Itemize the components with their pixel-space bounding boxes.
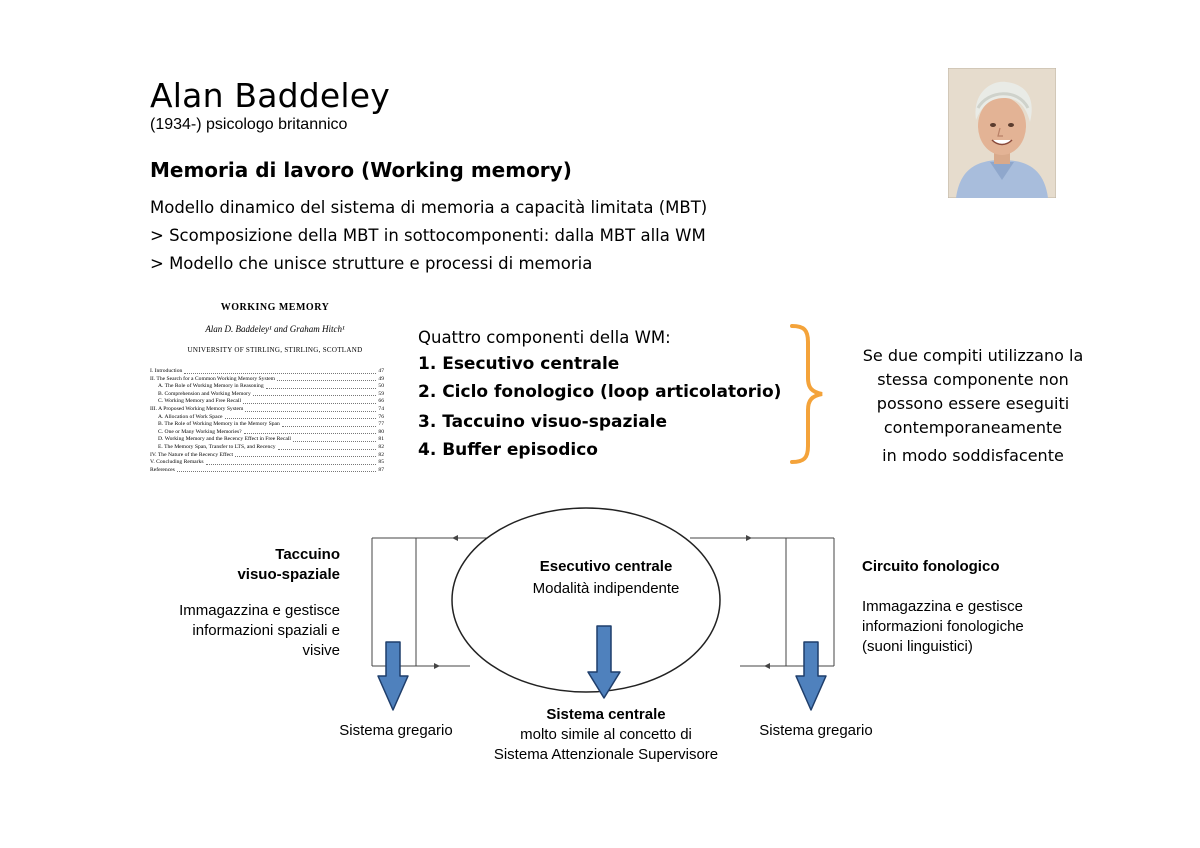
- intro-line-3: > Modello che unisce strutture e process…: [150, 254, 593, 273]
- section-heading: Memoria di lavoro (Working memory): [150, 158, 572, 182]
- paper-affiliation: UNIVERSITY OF STIRLING, STIRLING, SCOTLA…: [187, 346, 363, 354]
- toc-label: A. The Role of Working Memory in Reasoni…: [158, 383, 264, 390]
- left-title-1: Taccuino: [275, 546, 340, 563]
- toc-row: D. Working Memory and the Recency Effect…: [150, 436, 384, 444]
- toc-row: C. Working Memory and Free Recall 66: [150, 398, 384, 406]
- toc-page: 66: [378, 398, 384, 405]
- toc-page: 81: [378, 436, 384, 443]
- component-item-2: 2. Ciclo fonologico (loop articolatorio): [418, 382, 782, 402]
- note-line-4: contemporaneamente: [883, 418, 1063, 437]
- toc-row: References 87: [150, 467, 384, 475]
- toc-label: D. Working Memory and the Recency Effect…: [158, 436, 291, 443]
- center-output-title: Sistema centrale: [546, 706, 666, 723]
- left-bottom-arrowhead: [434, 663, 440, 669]
- toc-label: V. Concluding Remarks: [150, 459, 204, 466]
- note-line-1: Se due compiti utilizzano la: [862, 346, 1084, 365]
- curly-brace: [790, 324, 823, 464]
- note-line-2: stessa componente non: [877, 370, 1069, 389]
- toc-row: I. Introduction 47: [150, 368, 384, 376]
- toc-label: B. Comprehension and Working Memory: [158, 390, 251, 397]
- left-top-arrowhead: [452, 535, 458, 541]
- center-down-arrow: [587, 625, 621, 699]
- component-item-4: 4. Buffer episodico: [418, 440, 598, 460]
- toc-label: E. The Memory Span, Transfer to LTS, and…: [158, 443, 276, 450]
- right-desc-2: informazioni fonologiche: [862, 618, 1024, 635]
- intro-line-1: Modello dinamico del sistema di memoria …: [150, 198, 708, 217]
- paper-authors: Alan D. Baddeley¹ and Graham Hitch¹: [205, 324, 345, 334]
- center-output-desc-1: molto simile al concetto di: [520, 726, 692, 743]
- right-down-arrow: [795, 641, 827, 711]
- toc-page: 85: [378, 459, 384, 466]
- note-line-5: in modo soddisfacente: [882, 446, 1064, 465]
- left-desc-2: informazioni spaziali e: [192, 622, 340, 639]
- toc-label: A. Allocation of Work Space: [158, 413, 223, 420]
- working-memory-diagram: [371, 507, 835, 711]
- paper-title-page: WORKING MEMORY Alan D. Baddeley¹ and Gra…: [150, 298, 400, 484]
- component-item-1: 1. Esecutivo centrale: [418, 354, 620, 374]
- portrait-photo: [948, 68, 1056, 198]
- toc-row: A. Allocation of Work Space 76: [150, 414, 384, 422]
- page-subtitle: (1934-) psicologo britannico: [150, 116, 348, 133]
- left-title-2: visuo-spaziale: [237, 566, 340, 583]
- right-desc-3: (suoni linguistici): [862, 638, 973, 655]
- toc-row: IV. The Nature of the Recency Effect 82: [150, 452, 384, 460]
- center-title: Esecutivo centrale: [539, 558, 673, 575]
- components-intro: Quattro componenti della WM:: [418, 328, 671, 347]
- left-down-arrow: [377, 641, 409, 711]
- component-item-3: 3. Taccuino visuo-spaziale: [418, 412, 668, 432]
- right-subsystem-box: [690, 537, 835, 667]
- toc-page: 59: [378, 390, 384, 397]
- toc-page: 50: [378, 383, 384, 390]
- toc-page: 49: [378, 375, 384, 382]
- toc-row: C. One or Many Working Memories? 80: [150, 429, 384, 437]
- right-desc-1: Immagazzina e gestisce: [862, 598, 1023, 615]
- toc-label: II. The Search for a Common Working Memo…: [150, 375, 276, 382]
- toc-row: B. The Role of Working Memory in the Mem…: [150, 421, 384, 429]
- toc-page: 82: [378, 451, 384, 458]
- toc-label: C. Working Memory and Free Recall: [158, 398, 242, 405]
- intro-line-2: > Scomposizione della MBT in sottocompon…: [150, 226, 706, 245]
- toc-page: 77: [378, 421, 384, 428]
- right-bottom-arrowhead: [764, 663, 770, 669]
- left-output-label: Sistema gregario: [339, 722, 453, 739]
- toc-page: 47: [378, 368, 384, 374]
- toc-label: III. A Proposed Working Memory System: [150, 405, 244, 412]
- toc-label: IV. The Nature of the Recency Effect: [150, 451, 234, 458]
- right-title: Circuito fonologico: [862, 558, 1000, 575]
- central-executive-ellipse: [451, 507, 721, 693]
- toc-page: 87: [378, 466, 384, 473]
- toc-row: V. Concluding Remarks 85: [150, 459, 384, 467]
- toc-row: II. The Search for a Common Working Memo…: [150, 376, 384, 384]
- right-output-label: Sistema gregario: [759, 722, 873, 739]
- toc-row: B. Comprehension and Working Memory 59: [150, 391, 384, 399]
- toc-label: B. The Role of Working Memory in the Mem…: [158, 421, 280, 428]
- note-line-3: possono essere eseguiti: [876, 394, 1070, 413]
- right-top-arrowhead: [746, 535, 752, 541]
- toc-row: A. The Role of Working Memory in Reasoni…: [150, 383, 384, 391]
- left-subsystem-box: [371, 537, 520, 667]
- center-output-desc-2: Sistema Attenzionale Supervisore: [493, 746, 719, 763]
- toc-label: References: [150, 466, 175, 473]
- toc-page: 80: [378, 428, 384, 435]
- center-subtitle: Modalità indipendente: [532, 580, 680, 597]
- toc-row: E. The Memory Span, Transfer to LTS, and…: [150, 444, 384, 452]
- interference-note: Se due compiti utilizzano la stessa comp…: [838, 344, 1108, 468]
- toc-page: 76: [378, 413, 384, 420]
- toc-page: 82: [378, 443, 384, 450]
- toc-label: I. Introduction: [150, 368, 183, 374]
- paper-title: WORKING MEMORY: [220, 302, 330, 313]
- left-desc-1: Immagazzina e gestisce: [179, 602, 340, 619]
- toc-row: III. A Proposed Working Memory System 74: [150, 406, 384, 414]
- toc-page: 74: [378, 405, 384, 412]
- left-desc-3: visive: [302, 642, 340, 659]
- page-title: Alan Baddeley: [150, 76, 391, 115]
- toc-label: C. One or Many Working Memories?: [158, 428, 242, 435]
